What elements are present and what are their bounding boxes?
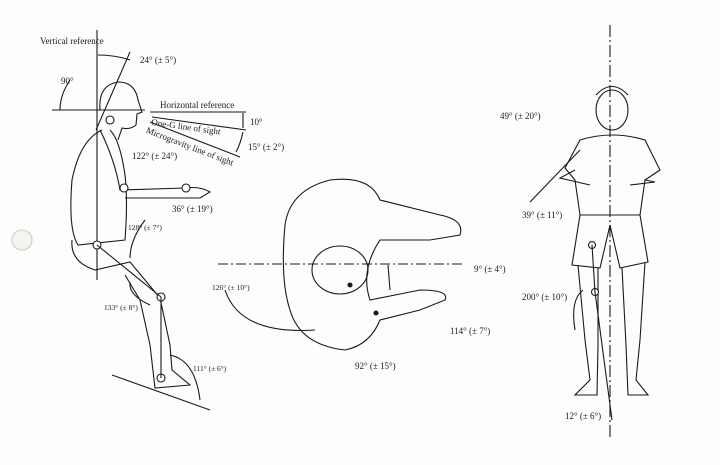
angle-9-label: 9° (± 4°) [474, 264, 506, 274]
elbow-angle-label: 122° (± 24°) [132, 151, 178, 161]
floor-line [111, 374, 211, 411]
angle-49-label: 49° (± 20°) [500, 111, 541, 121]
shoulder-angle-label: 36° (± 19°) [172, 204, 213, 214]
top-view-figure [218, 178, 465, 351]
vertical-reference-label: Vertical reference [40, 36, 104, 46]
angle-10-label: 10° [250, 117, 263, 127]
hip-angle-label: 128° (± 7°) [128, 223, 162, 232]
angle-92-label: 92° (± 15°) [355, 361, 396, 371]
horizontal-reference-label: Horizontal reference [160, 100, 235, 110]
angle-126-label: 126° (± 10°) [212, 283, 250, 292]
head-tilt-label: 24° (± 5°) [140, 55, 177, 65]
binder-hole [11, 229, 33, 251]
knee-angle-label: 133° (± 8°) [104, 303, 138, 312]
angle-39-label: 39° (± 11°) [522, 210, 563, 220]
angle-12-label: 12° (± 6°) [565, 411, 602, 421]
side-view-figure [52, 30, 247, 411]
head-tilt-line [95, 51, 131, 131]
angle-90-label: 90° [61, 76, 74, 86]
angle-114-label: 114° (± 7°) [450, 326, 491, 336]
front-view-figure [529, 25, 661, 440]
ankle-angle-label: 111° (± 6°) [193, 364, 227, 373]
angle-15-label: 15° (± 2°) [248, 142, 285, 152]
angle-200-label: 200° (± 10°) [522, 292, 568, 302]
